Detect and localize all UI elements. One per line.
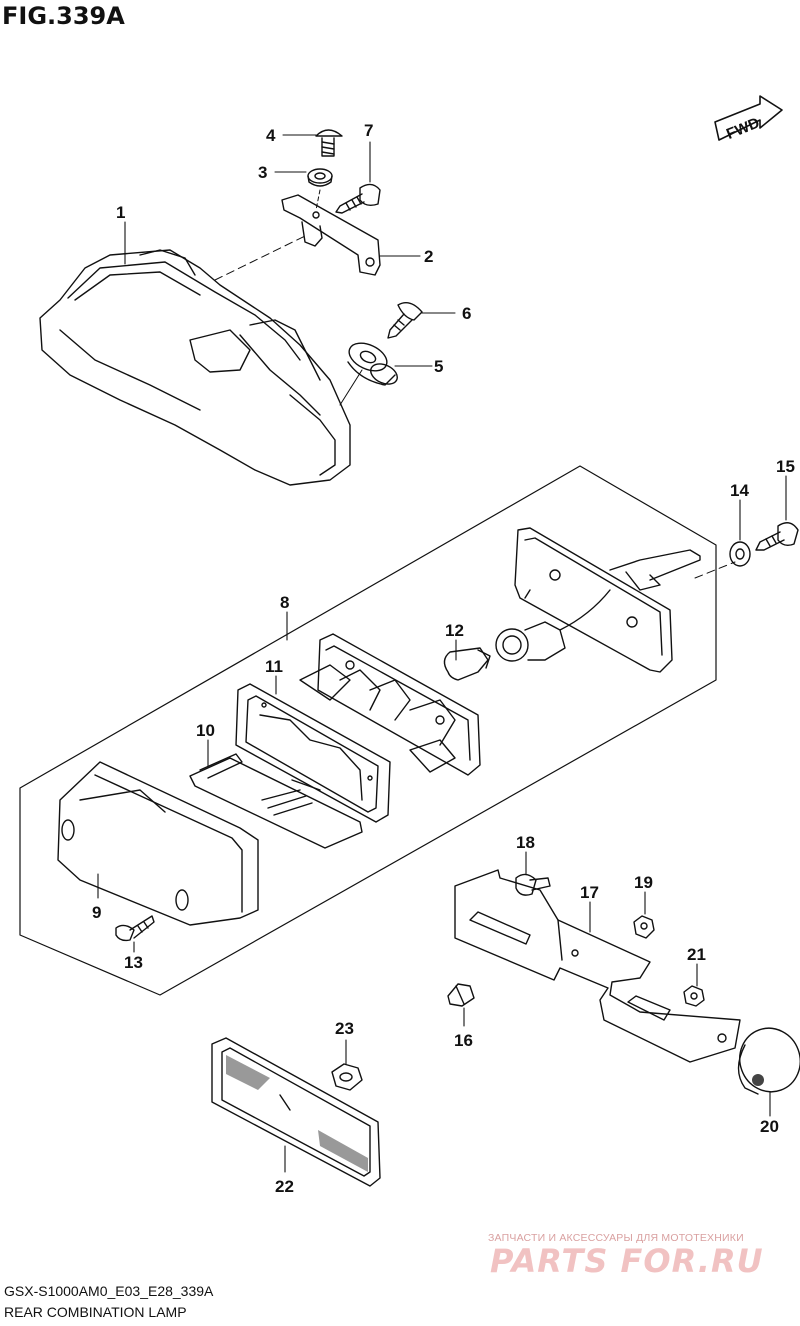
part-bracket [281, 194, 381, 276]
part-nut [331, 1063, 363, 1091]
part-rectangular-reflector [211, 1037, 381, 1187]
part-lens-cover [189, 753, 363, 849]
callout-9: 9 [92, 903, 101, 922]
callout-21: 21 [687, 945, 706, 964]
part-washer [307, 168, 333, 187]
part-lens [57, 761, 259, 926]
fwd-arrow-icon [714, 95, 783, 141]
callout-11: 11 [265, 657, 283, 676]
part-grommet [347, 342, 398, 386]
callout-16: 16 [454, 1031, 473, 1050]
part-lamp-holder [299, 633, 481, 776]
callout-17: 17 [580, 883, 599, 902]
part-screw [315, 129, 343, 157]
figure-name: REAR COMBINATION LAMP [4, 1304, 187, 1320]
part-gasket [235, 683, 391, 823]
part-license-bracket [454, 869, 741, 1063]
part-nut [683, 985, 705, 1007]
callout-20: 20 [760, 1117, 779, 1136]
callout-5: 5 [434, 357, 443, 376]
part-round-reflector [737, 1027, 800, 1095]
watermark-logo: PARTS FOR.RU [490, 1242, 764, 1280]
part-bulb-socket [495, 589, 611, 662]
callout-4: 4 [266, 126, 276, 145]
callout-1: 1 [116, 203, 125, 222]
part-tapping-screw [335, 183, 381, 214]
watermark-tagline: ЗАПЧАСТИ И АКСЕССУАРЫ ДЛЯ МОТОТЕХНИКИ [488, 1232, 744, 1244]
part-screw [115, 915, 155, 942]
figure-code: GSX-S1000AM0_E03_E28_339A [4, 1283, 214, 1299]
part-screw [755, 522, 799, 551]
callout-22: 22 [275, 1177, 294, 1196]
callout-2: 2 [424, 247, 433, 266]
callout-18: 18 [516, 833, 535, 852]
callout-10: 10 [196, 721, 215, 740]
part-screw [387, 302, 423, 339]
part-lamp-base [514, 527, 701, 673]
callout-8: 8 [280, 593, 289, 612]
part-nut [633, 915, 655, 939]
assembly-box [19, 465, 717, 996]
part-washer [729, 541, 751, 567]
callout-12: 12 [445, 621, 464, 640]
callout-15: 15 [776, 457, 795, 476]
part-screw [515, 873, 551, 896]
part-cap [447, 983, 475, 1007]
callout-6: 6 [462, 304, 471, 323]
callout-3: 3 [258, 163, 267, 182]
callout-7: 7 [364, 121, 373, 140]
figure-title: FIG.339A [2, 2, 125, 30]
callout-14: 14 [730, 481, 749, 500]
callout-23: 23 [335, 1019, 354, 1038]
callout-19: 19 [634, 873, 653, 892]
callout-13: 13 [124, 953, 143, 972]
part-bulb [443, 647, 491, 681]
part-tail-lamp-housing [39, 249, 351, 486]
